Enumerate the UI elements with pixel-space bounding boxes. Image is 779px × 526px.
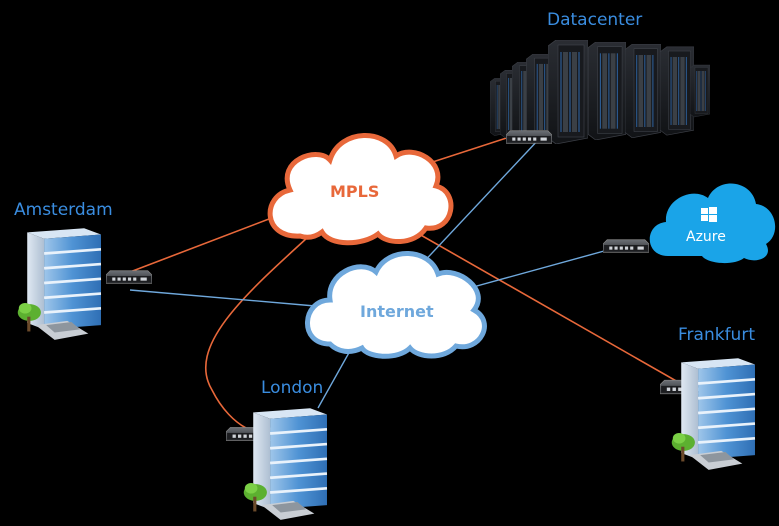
frankfurt-building-icon: [670, 356, 757, 472]
amsterdam-label: Amsterdam: [14, 200, 113, 220]
datacenter-server-racks: [490, 40, 710, 144]
internet-to-azure-link: [454, 247, 616, 293]
amsterdam-switch-icon: [106, 270, 152, 284]
mpls-to-london-link: [205, 227, 319, 429]
windows-logo-icon: [701, 207, 717, 222]
datacenter-label: Datacenter: [547, 10, 643, 30]
mpls-label: MPLS: [330, 182, 380, 201]
azure-cloud-icon: [649, 183, 776, 264]
london-label: London: [261, 378, 324, 398]
datacenter-switch-icon: [506, 130, 552, 144]
internet-cloud-icon: [305, 251, 487, 359]
mpls-to-frankfurt-link: [397, 221, 679, 383]
mpls-to-amsterdam-link: [129, 213, 283, 273]
azure-switch-icon: [603, 239, 649, 253]
mpls-cloud-icon: [267, 133, 454, 246]
amsterdam-building-icon: [16, 226, 103, 342]
frankfurt-label: Frankfurt: [678, 325, 755, 345]
london-building-icon: [242, 406, 329, 522]
internet-to-amsterdam-link: [129, 289, 316, 307]
internet-label: Internet: [360, 302, 434, 321]
azure-label: Azure: [686, 229, 726, 245]
internet-to-datacenter-link: [417, 137, 541, 269]
